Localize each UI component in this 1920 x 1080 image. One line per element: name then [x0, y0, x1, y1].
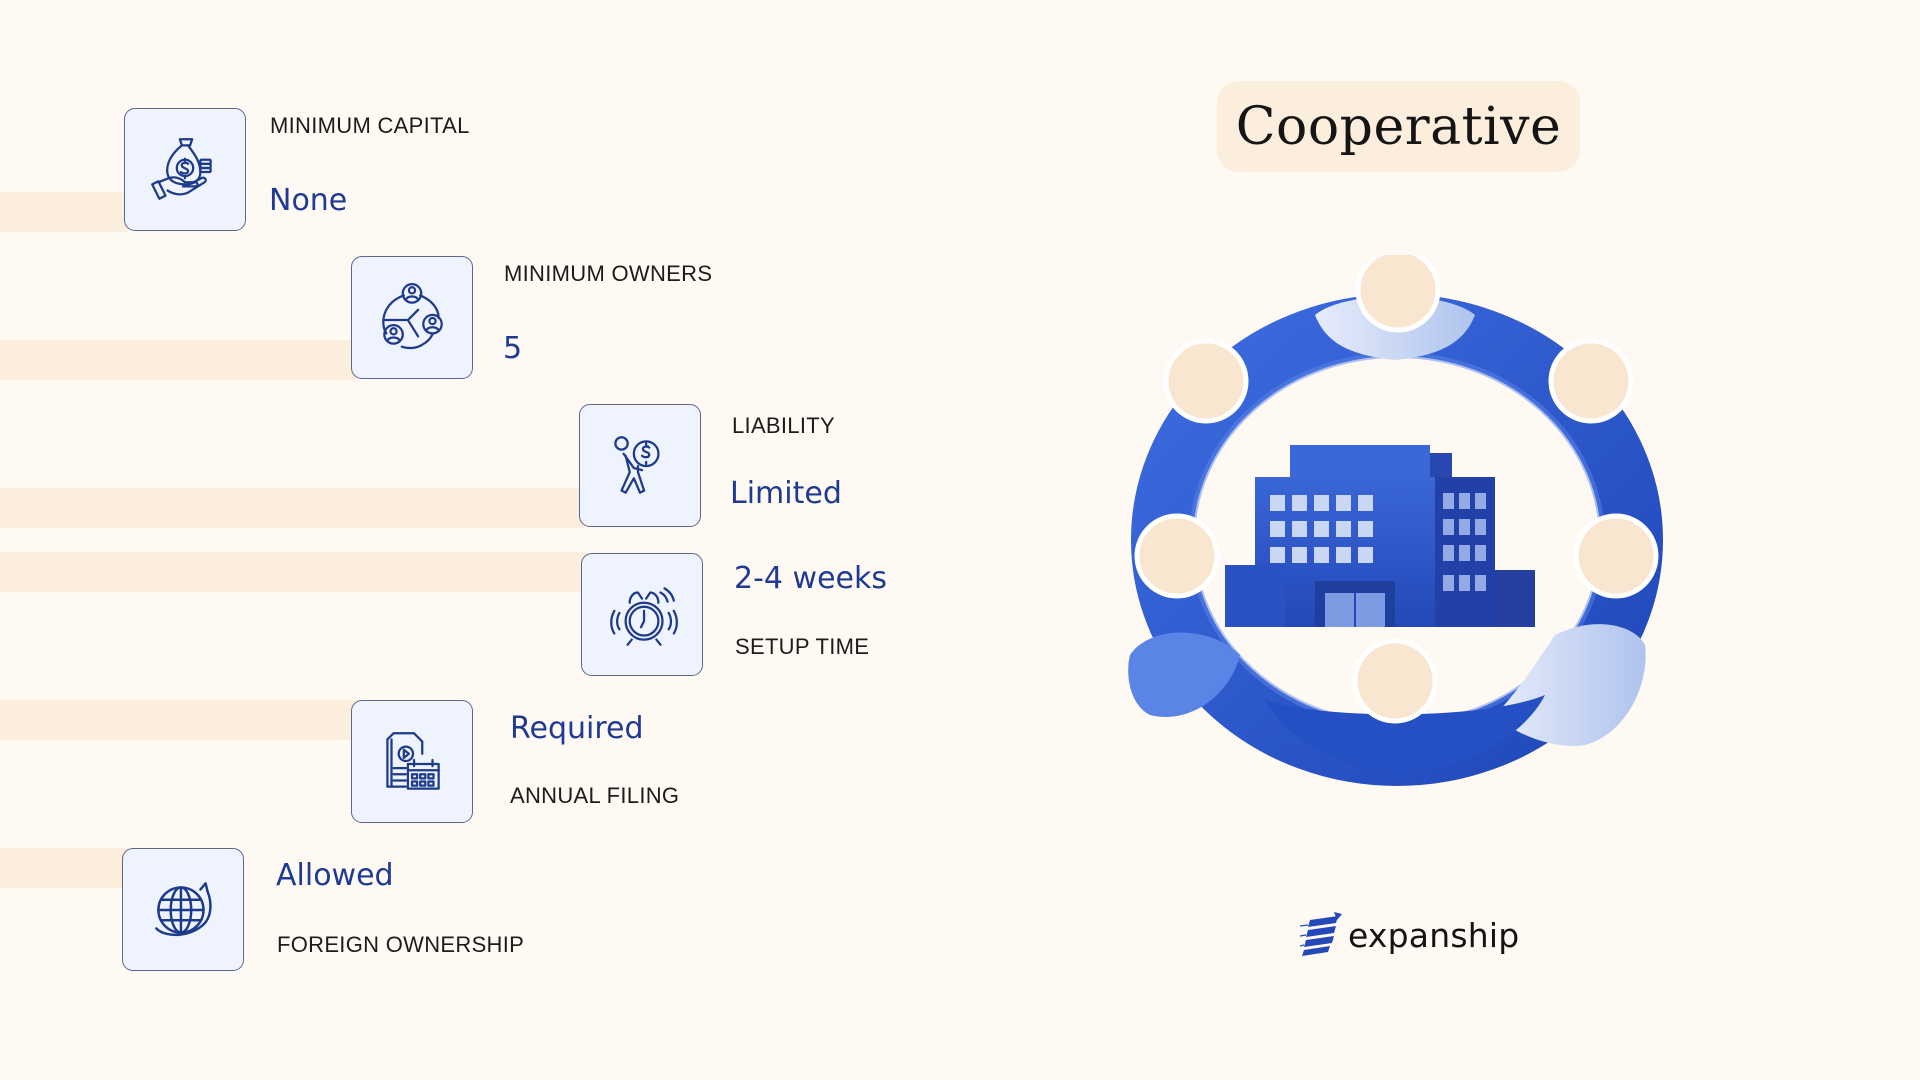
feature-value: None [269, 183, 348, 218]
cooperative-people-circle-building-icon [1125, 247, 1670, 805]
alarm-clock-icon [581, 553, 703, 676]
entity-type-title: Cooperative [1217, 81, 1580, 172]
feature-label: MINIMUM CAPITAL [270, 113, 470, 138]
page-title: Cooperative [1235, 96, 1562, 157]
feature-label: LIABILITY [732, 413, 835, 438]
decorative-band-5 [0, 700, 355, 740]
feature-value: Required [510, 711, 644, 746]
brand-logo: expanship [1300, 912, 1519, 958]
feature-value: Allowed [276, 858, 394, 893]
feature-value: 2-4 weeks [734, 561, 887, 596]
brand-name: expanship [1348, 915, 1520, 955]
document-calendar-icon [351, 700, 473, 823]
decorative-band-3 [0, 488, 583, 528]
money-bag-hand-icon [124, 108, 246, 231]
feature-value: 5 [503, 331, 523, 366]
globe-arrow-icon [122, 848, 244, 971]
feature-label: SETUP TIME [735, 634, 870, 659]
feature-label: MINIMUM OWNERS [504, 261, 713, 286]
decorative-band-6 [0, 848, 126, 888]
decorative-band-2 [0, 340, 355, 380]
decorative-band-1 [0, 192, 128, 232]
feature-label: ANNUAL FILING [510, 783, 680, 808]
decorative-band-4 [0, 552, 585, 592]
owners-network-icon [351, 256, 473, 379]
person-carrying-coin-icon [579, 404, 701, 527]
feature-label: FOREIGN OWNERSHIP [277, 932, 525, 957]
expanship-logo-icon [1300, 912, 1342, 956]
feature-value: Limited [730, 476, 842, 511]
